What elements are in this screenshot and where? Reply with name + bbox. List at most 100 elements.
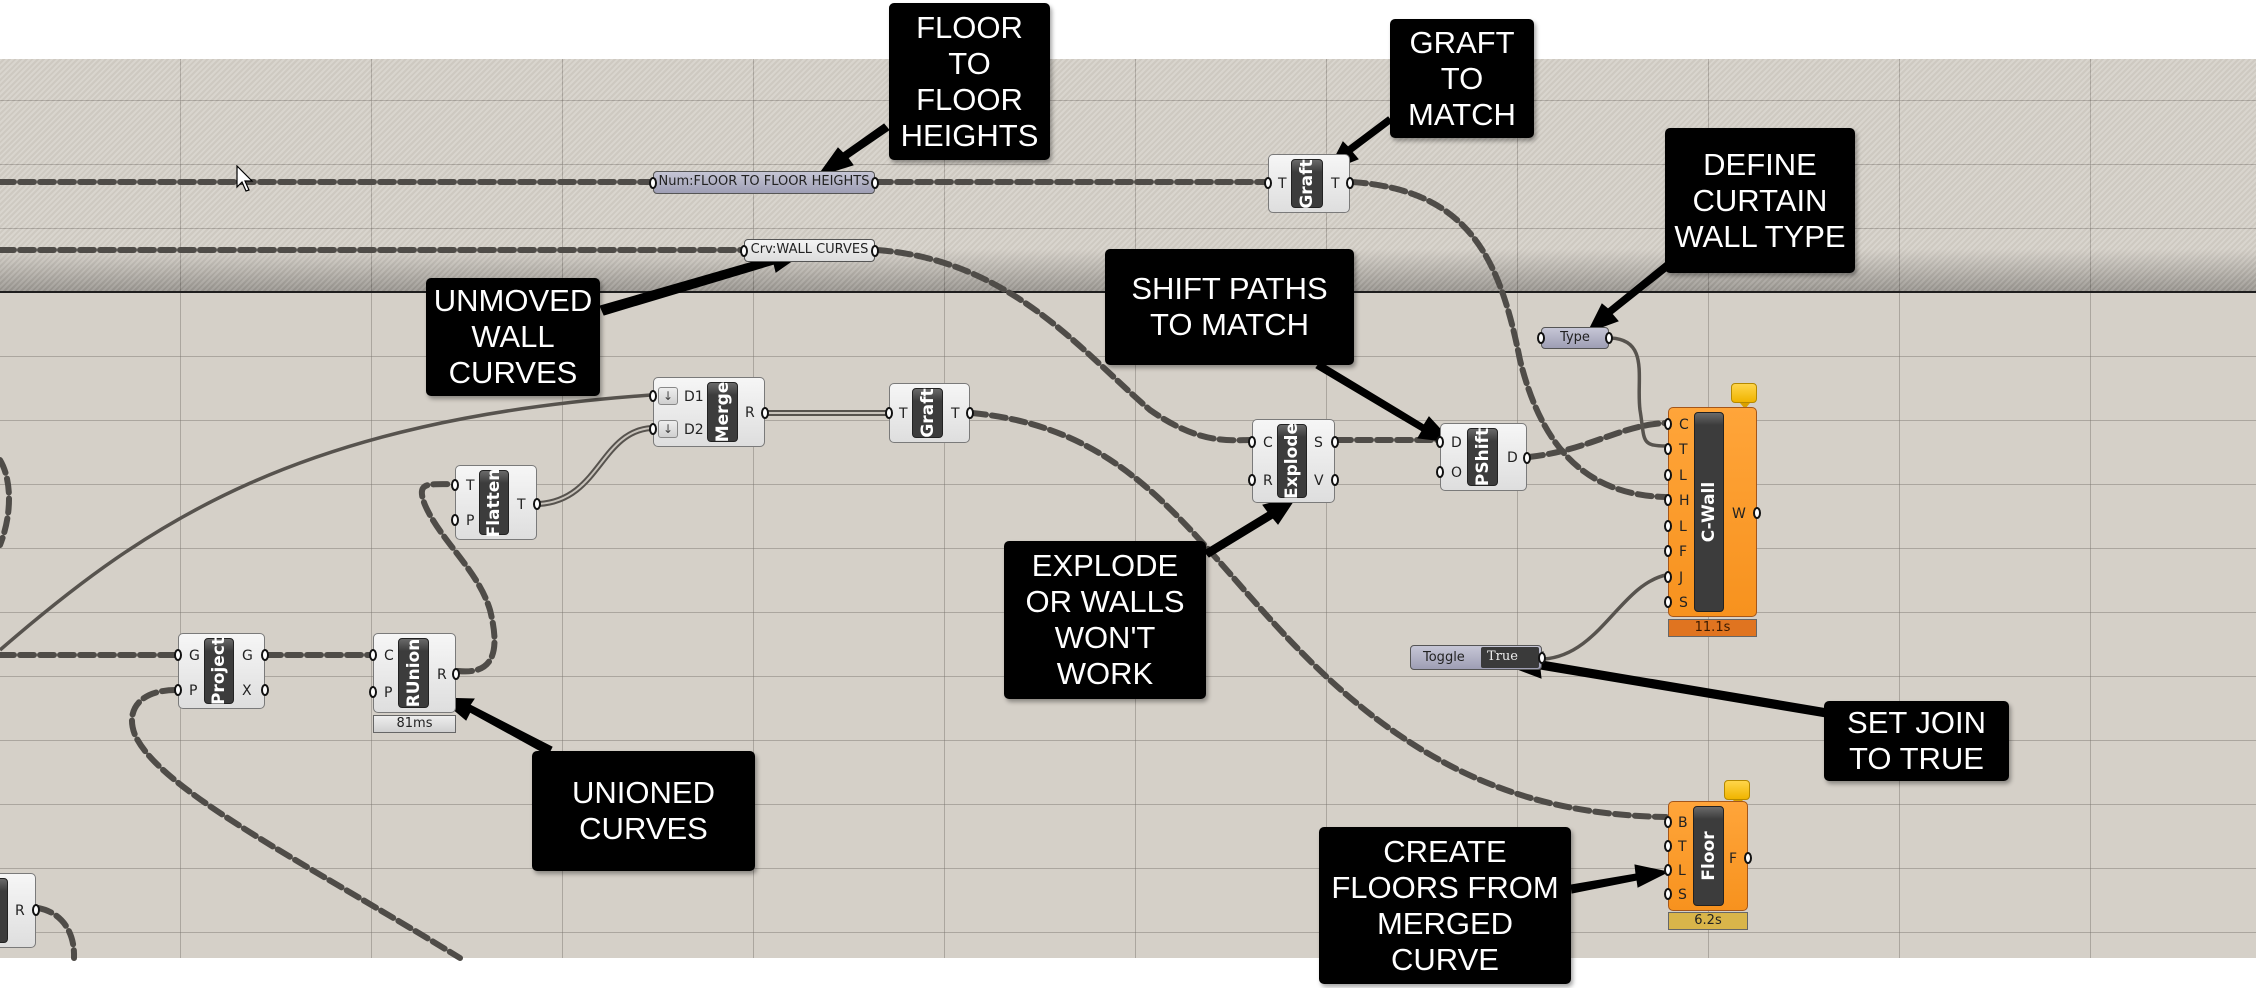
input-grip[interactable] bbox=[1664, 888, 1672, 900]
wire-toggle-to-cwall bbox=[1543, 573, 1667, 661]
component-name: C-Wall bbox=[1699, 481, 1719, 543]
input-grip[interactable] bbox=[649, 177, 657, 189]
arrow-curtain-type bbox=[1586, 261, 1671, 333]
input-grip[interactable] bbox=[451, 479, 459, 491]
curtain-wall-component[interactable]: C-Wall C T L H L F J S W bbox=[1664, 407, 1761, 617]
input-grip[interactable] bbox=[174, 649, 182, 661]
graft-component-mid[interactable]: T Graft T bbox=[885, 383, 974, 443]
input-grip[interactable] bbox=[1248, 474, 1256, 486]
annotation-graft-match: GRAFT TO MATCH bbox=[1390, 19, 1534, 138]
output-grip[interactable] bbox=[1538, 652, 1546, 664]
output-grip[interactable] bbox=[533, 498, 541, 510]
input-grip[interactable] bbox=[885, 407, 893, 419]
input-grip[interactable] bbox=[1664, 840, 1672, 852]
output-grip[interactable] bbox=[761, 407, 769, 419]
input-grip[interactable] bbox=[369, 686, 377, 698]
input-grip[interactable] bbox=[649, 423, 657, 435]
component-core: Graft bbox=[912, 388, 943, 438]
input-grip[interactable] bbox=[649, 390, 657, 402]
input-port-label: T bbox=[466, 478, 475, 494]
input-port-label: D1 bbox=[684, 389, 704, 405]
component-core: Graft bbox=[1291, 159, 1323, 208]
output-grip[interactable] bbox=[871, 245, 879, 257]
dropdown-arrow-icon[interactable]: ↓ bbox=[658, 420, 678, 438]
component-core: C-Wall bbox=[1694, 412, 1724, 612]
input-grip[interactable] bbox=[1664, 816, 1672, 828]
output-grip[interactable] bbox=[966, 407, 974, 419]
input-grip[interactable] bbox=[1664, 864, 1672, 876]
arrow-floor-heights bbox=[816, 123, 890, 177]
component-name: Merge bbox=[712, 381, 733, 443]
component-name: Flatten bbox=[484, 468, 504, 537]
merge-component[interactable]: ↓ D1 ↓ D2 Merge R bbox=[649, 377, 769, 447]
output-grip[interactable] bbox=[261, 649, 269, 661]
boolean-toggle[interactable]: Toggle True bbox=[1410, 645, 1546, 670]
project-component[interactable]: G P Project G X bbox=[174, 633, 269, 709]
output-port-label: R bbox=[745, 405, 755, 421]
annotation-shift-paths: SHIFT PATHS TO MATCH bbox=[1105, 249, 1354, 365]
annotation-curtain-type: DEFINE CURTAIN WALL TYPE bbox=[1665, 128, 1855, 273]
output-grip[interactable] bbox=[1605, 332, 1613, 344]
input-grip[interactable] bbox=[1664, 520, 1672, 532]
floor-component[interactable]: Floor B T L S F bbox=[1664, 801, 1752, 911]
wire-left-to-project-p bbox=[128, 687, 463, 961]
input-grip[interactable] bbox=[1436, 436, 1444, 448]
output-port-label: V bbox=[1314, 473, 1324, 489]
input-port-label: S bbox=[1679, 595, 1688, 611]
output-grip[interactable] bbox=[452, 668, 460, 680]
input-grip[interactable] bbox=[740, 245, 748, 257]
input-grip[interactable] bbox=[1664, 494, 1672, 506]
arrow-shift-paths bbox=[1315, 361, 1454, 443]
input-grip[interactable] bbox=[1664, 596, 1672, 608]
output-grip[interactable] bbox=[1346, 177, 1354, 189]
input-grip[interactable] bbox=[1664, 443, 1672, 455]
grasshopper-canvas[interactable] bbox=[0, 59, 2256, 958]
output-grip[interactable] bbox=[1523, 452, 1531, 464]
type-param[interactable]: Type bbox=[1537, 327, 1613, 349]
input-grip[interactable] bbox=[174, 684, 182, 696]
input-port-label: T bbox=[1278, 176, 1287, 192]
region-union-component[interactable]: C P RUnion R bbox=[369, 633, 460, 713]
num-floor-heights-param[interactable]: Num:FLOOR TO FLOOR HEIGHTS bbox=[649, 171, 879, 194]
input-grip[interactable] bbox=[1664, 571, 1672, 583]
param-label: Type bbox=[1560, 330, 1590, 345]
message-bubble-icon[interactable] bbox=[1731, 383, 1757, 409]
graft-component-top[interactable]: T Graft T bbox=[1264, 154, 1354, 213]
component-name: Explode bbox=[1282, 423, 1302, 499]
input-grip[interactable] bbox=[1537, 332, 1545, 344]
message-bubble-icon[interactable] bbox=[1724, 780, 1750, 806]
component-core: PShift bbox=[1467, 428, 1498, 486]
input-port-label: T bbox=[1679, 442, 1688, 458]
input-grip[interactable] bbox=[1436, 466, 1444, 478]
input-grip[interactable] bbox=[1248, 436, 1256, 448]
output-grip[interactable] bbox=[1331, 474, 1339, 486]
output-port-label: X bbox=[242, 683, 252, 699]
output-grip[interactable] bbox=[261, 684, 269, 696]
annotation-create-floors: CREATE FLOORS FROM MERGED CURVE bbox=[1319, 827, 1571, 984]
input-grip[interactable] bbox=[369, 649, 377, 661]
input-port-label: H bbox=[1679, 493, 1690, 509]
input-grip[interactable] bbox=[1664, 469, 1672, 481]
output-grip[interactable] bbox=[1331, 436, 1339, 448]
input-port-label: L bbox=[1679, 519, 1687, 535]
output-grip[interactable] bbox=[32, 904, 40, 916]
explode-component[interactable]: C R Explode S V bbox=[1248, 419, 1339, 503]
input-port-label: J bbox=[1679, 570, 1684, 586]
input-grip[interactable] bbox=[1264, 177, 1272, 189]
output-grip[interactable] bbox=[1753, 507, 1761, 519]
input-grip[interactable] bbox=[1664, 418, 1672, 430]
toggle-label: Toggle bbox=[1423, 650, 1465, 665]
wire-bottomleft bbox=[35, 905, 78, 961]
input-port-label: L bbox=[1679, 468, 1687, 484]
dropdown-arrow-icon[interactable]: ↓ bbox=[658, 387, 678, 405]
output-grip[interactable] bbox=[1744, 852, 1752, 864]
crv-wall-curves-param[interactable]: Crv:WALL CURVES bbox=[740, 239, 879, 262]
input-grip[interactable] bbox=[1664, 545, 1672, 557]
input-port-label: C bbox=[384, 648, 394, 664]
output-grip[interactable] bbox=[871, 177, 879, 189]
flatten-component[interactable]: T P Flatten T bbox=[451, 465, 541, 540]
toggle-value[interactable]: True bbox=[1481, 647, 1539, 668]
pshift-component[interactable]: D O PShift D bbox=[1436, 423, 1531, 491]
input-grip[interactable] bbox=[451, 514, 459, 526]
partial-component[interactable]: R bbox=[0, 873, 40, 948]
